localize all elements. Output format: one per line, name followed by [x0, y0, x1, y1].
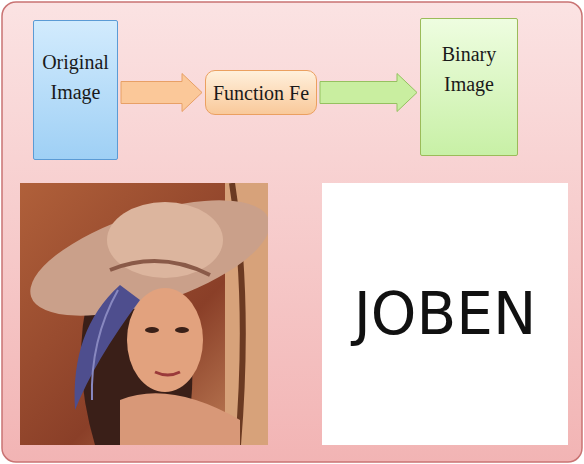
box-label: Function Fe: [213, 81, 309, 105]
box-label: JOBEN: [354, 281, 537, 347]
function-box: Function Fe: [205, 70, 317, 115]
output-box: Binary Image: [420, 18, 518, 156]
box-label: Binary Image: [427, 39, 511, 99]
process-box: Original Image: [33, 20, 118, 160]
binary-image-panel: JOBEN: [322, 183, 568, 445]
block-arrow: [121, 74, 202, 112]
box-label: Original Image: [40, 47, 111, 107]
block-arrow: [320, 74, 417, 112]
